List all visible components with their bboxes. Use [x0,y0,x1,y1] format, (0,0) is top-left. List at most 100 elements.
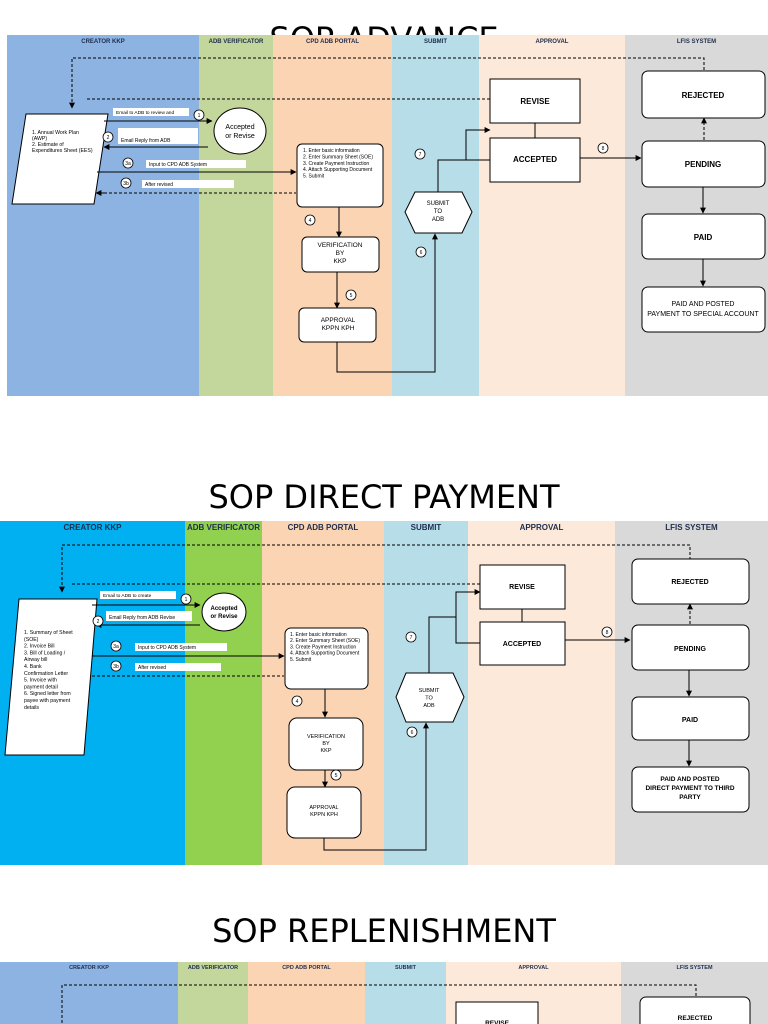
submit-text: ADB [423,703,435,709]
step-number: 7 [410,635,413,641]
step-number: 2 [107,135,110,141]
arrow-label-box [142,180,234,188]
submit-text: TO [425,696,433,702]
arrow-label: Email Reply from ADB Revise [109,615,175,621]
step-number: 7 [419,152,422,158]
decision-text: Accepted [210,606,237,612]
step-number: 4 [309,218,312,224]
final-box [641,286,766,333]
step-badge: 2 [92,615,104,627]
swimlane [199,35,273,396]
verification-box [288,717,364,771]
step-circle [193,109,205,121]
documents-text: 2. Invoice Bill [24,644,55,650]
lane-header: ADB VERIFICATOR [187,523,260,532]
documents-text: Confirmation Letter [24,671,68,677]
section-title: SOP DIRECT PAYMENT [208,478,560,516]
step-number: 3a [113,644,119,650]
portal-box [284,627,369,690]
step-number: 3b [123,181,129,187]
connector-line [69,57,705,109]
step-badge: 8 [597,142,609,154]
verification-text: KKP [333,258,346,265]
step-circle [291,695,303,707]
lane-header: APPROVAL [518,965,549,971]
approval-text: KPPN KPH [310,812,338,818]
step-circle [122,157,134,169]
swimlane [185,521,262,865]
step-number: 4 [296,699,299,705]
step-circle [597,142,609,154]
lane-header: CPD ADB PORTAL [282,965,331,971]
step-number: 1 [185,597,188,603]
step-number: 3a [125,161,131,167]
accepted-text: ACCEPTED [513,155,557,164]
documents-text: 3. Bill of Loading / [24,650,66,656]
step-number: 8 [606,630,609,636]
step-badge: 7 [405,631,417,643]
step-circle [102,131,114,143]
verification-text: BY [322,741,330,747]
revise-text: REVISE [520,97,550,106]
portal-text: 2. Enter Summary Sheet (SOE) [303,154,373,160]
final-text: DIRECT PAYMENT TO THIRD [645,785,734,792]
step-circle [345,289,357,301]
documents-text: (SOE) [24,637,39,643]
arrow-label: Input to CPD ADB System [138,645,196,651]
step-badge: 6 [406,726,418,738]
portal-box [296,143,384,208]
submit-text: SUBMIT [427,201,450,207]
lane-header: CPD ADB PORTAL [288,523,359,532]
step-badge: 4 [291,695,303,707]
arrow-label-box [113,108,189,116]
verification-text: KKP [320,748,331,754]
documents-text: Airway bill [24,657,47,663]
rejected-box [639,996,751,1024]
decision-circle [201,592,247,632]
lane-header: ADB VERIFICATOR [209,39,264,45]
swimlane [248,962,365,1024]
connector-line [336,233,438,373]
connector-line [59,544,691,593]
revise-text: REVISE [509,584,535,591]
step-number: 6 [411,730,414,736]
step-badge: 4 [304,214,316,226]
step-badge: 3a [110,640,122,652]
arrow-label: Input to CPD ADB System [149,162,207,168]
step-circle [92,615,104,627]
step-number: 1 [198,113,201,119]
paid-text: PAID [682,717,698,724]
step-number: 3b [113,664,119,670]
step-circle [601,626,613,638]
documents-text: (AWP) [32,136,47,142]
portal-text: 3. Create Payment Instruction [303,161,369,167]
verification-box [301,236,380,273]
accepted-box [489,137,581,183]
lane-header: ADB VERIFICATOR [188,965,238,971]
portal-text: 4. Attach Supporting Document [303,167,373,173]
lane-header: CREATOR KKP [69,965,109,971]
final-text: PAYMENT TO SPECIAL ACCOUNT [647,311,759,318]
swimlane [7,35,199,396]
arrow-label: After revised [145,182,173,188]
step-number: 2 [97,619,100,625]
documents-text: payment detail [24,684,58,690]
lane-header: CREATOR KKP [81,39,124,45]
documents-shape [4,598,98,756]
lane-header: APPROVAL [520,523,564,532]
step-number: 8 [602,146,605,152]
step-badge: 7 [414,148,426,160]
revise-box [455,1001,539,1024]
swimlane [365,962,446,1024]
lane-header: CPD ADB PORTAL [306,39,359,45]
final-text: PAID AND POSTED [672,301,735,308]
step-badge: 3a [122,157,134,169]
accepted-box [479,621,566,666]
paid-box [631,696,750,741]
arrow-label-box [135,643,227,651]
final-box [631,766,750,813]
step-number: 5 [350,293,353,299]
rejected-text: REJECTED [682,91,725,100]
